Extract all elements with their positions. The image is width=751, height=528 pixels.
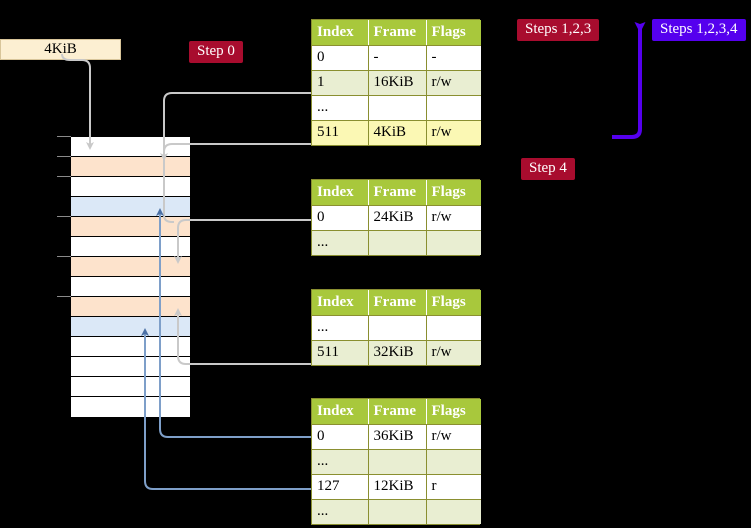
table-header-flags: Flags	[426, 20, 481, 46]
cell-index: ...	[312, 449, 369, 475]
memory-frame-row	[71, 337, 190, 357]
memory-frame-row	[71, 137, 190, 157]
memory-frame-row	[71, 317, 190, 337]
cell-index: 1	[312, 70, 369, 96]
cell-flags: r	[426, 474, 481, 500]
physical-memory-column	[70, 136, 191, 417]
cell-flags: r/w	[426, 205, 481, 231]
table-header-frame: Frame	[368, 290, 427, 316]
memory-tick-mark	[57, 256, 71, 257]
memory-frame-row	[71, 157, 190, 177]
cell-index: 0	[312, 45, 369, 71]
cell-frame	[368, 315, 427, 341]
memory-frame-row	[71, 177, 190, 197]
memory-tick-mark	[57, 176, 71, 177]
step-4-badge: Step 4	[521, 158, 575, 180]
table-row: ...	[312, 230, 481, 255]
cell-flags: r/w	[426, 70, 481, 96]
table-header-flags: Flags	[426, 290, 481, 316]
cell-flags: r/w	[426, 340, 481, 365]
cell-frame	[368, 230, 427, 255]
cell-frame: 32KiB	[368, 340, 427, 365]
table-header-index: Index	[312, 399, 369, 425]
table-row: 0--	[312, 45, 481, 71]
cell-frame: 16KiB	[368, 70, 427, 96]
memory-frame-row	[71, 217, 190, 237]
memory-frame-row	[71, 357, 190, 377]
cell-flags	[426, 315, 481, 341]
cell-index: ...	[312, 315, 369, 341]
cell-frame	[368, 499, 427, 524]
table-header-index: Index	[312, 20, 369, 46]
table-row: ...	[312, 315, 481, 341]
frame-size-label: 4KiB	[44, 41, 77, 57]
steps-1234-badge: Steps 1,2,3,4	[652, 19, 746, 41]
cell-flags: r/w	[426, 120, 481, 145]
cell-index: 127	[312, 474, 369, 500]
table-header-frame: Frame	[368, 180, 427, 206]
cell-index: 511	[312, 120, 369, 145]
steps-1234-bracket-arrow	[612, 22, 646, 139]
cell-frame: 4KiB	[368, 120, 427, 145]
step-0-badge: Step 0	[189, 41, 243, 63]
cell-frame	[368, 95, 427, 121]
cell-frame	[368, 449, 427, 475]
memory-frame-row	[71, 197, 190, 217]
table-row: ...	[312, 95, 481, 121]
table-header-frame: Frame	[368, 20, 427, 46]
table-header-frame: Frame	[368, 399, 427, 425]
memory-frame-row	[71, 297, 190, 317]
cell-index: 0	[312, 205, 369, 231]
memory-frame-row	[71, 397, 190, 417]
cell-flags	[426, 230, 481, 255]
cell-frame: -	[368, 45, 427, 71]
table-header-flags: Flags	[426, 180, 481, 206]
cell-flags	[426, 449, 481, 475]
cell-index: ...	[312, 499, 369, 524]
cell-index: ...	[312, 230, 369, 255]
memory-tick-mark	[57, 296, 71, 297]
wire-frame-to-memory	[61, 53, 94, 150]
table-header-index: Index	[312, 290, 369, 316]
frame-size-box: 4KiB	[0, 39, 121, 60]
wire-pdp-0-to-memory	[174, 219, 311, 264]
wire-pd-511-to-memory	[174, 308, 311, 365]
cell-flags	[426, 499, 481, 524]
memory-frame-row	[71, 277, 190, 297]
cell-frame: 12KiB	[368, 474, 427, 500]
cell-flags	[426, 95, 481, 121]
cell-flags: r/w	[426, 424, 481, 450]
table-row: ...	[312, 449, 481, 475]
memory-frame-row	[71, 237, 190, 257]
cell-frame: 24KiB	[368, 205, 427, 231]
steps-123-badge: Steps 1,2,3	[517, 19, 600, 41]
memory-frame-row	[71, 257, 190, 277]
cell-index: 511	[312, 340, 369, 365]
table-header-index: Index	[312, 180, 369, 206]
cell-index: 0	[312, 424, 369, 450]
cell-index: ...	[312, 95, 369, 121]
cell-frame: 36KiB	[368, 424, 427, 450]
table-header-flags: Flags	[426, 399, 481, 425]
memory-tick-mark	[57, 156, 71, 157]
table-row: ...	[312, 499, 481, 524]
memory-frame-row	[71, 377, 190, 397]
memory-tick-mark	[57, 216, 71, 217]
cell-flags: -	[426, 45, 481, 71]
memory-tick-mark	[57, 136, 71, 137]
